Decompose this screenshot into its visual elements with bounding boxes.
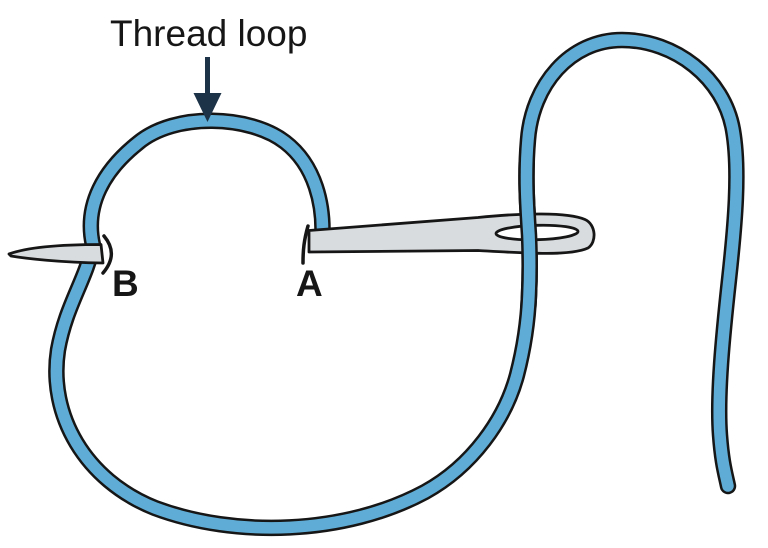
fabric-slit-b (101, 234, 114, 275)
thread-through-eye (56, 40, 736, 528)
thread-loop-label: Thread loop (110, 13, 308, 54)
thread (56, 40, 736, 528)
needle-tip (7, 243, 105, 265)
fabric-slit-a (301, 224, 310, 265)
point-b-label: B (112, 263, 139, 304)
point-a-label: A (296, 263, 323, 304)
thread-outline (56, 40, 736, 528)
down-arrow-icon (193, 57, 222, 122)
